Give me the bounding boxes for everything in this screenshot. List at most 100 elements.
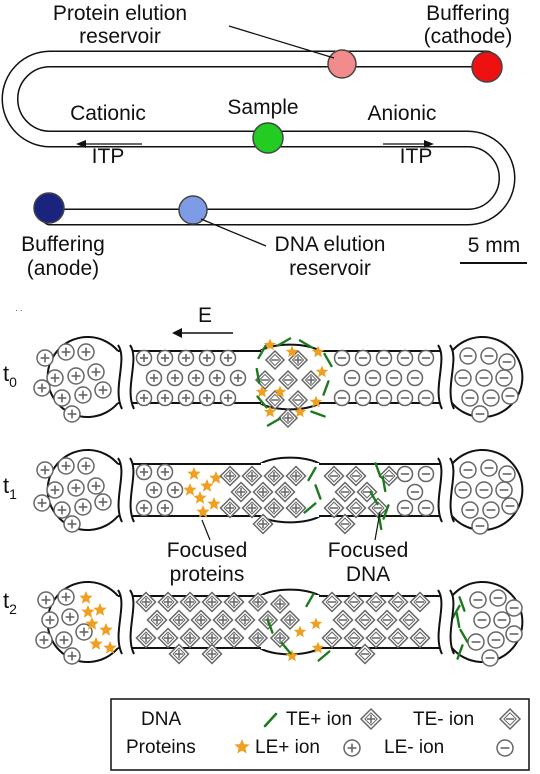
right-break-mark [437, 457, 443, 523]
le-minus-ion [482, 389, 500, 407]
field-label: E [198, 304, 212, 327]
protein-star [311, 345, 325, 358]
te-plus-ion [223, 591, 245, 613]
te-minus-ion [387, 627, 409, 649]
le-minus-ion [467, 633, 485, 651]
focused-proteins-label-1: Focused [167, 539, 248, 562]
dna-fragment [298, 339, 314, 349]
focused-dna-label-1: Focused [328, 539, 409, 562]
dna-fragment [458, 596, 466, 612]
te-minus-ion [323, 497, 345, 519]
te-minus-ion [254, 369, 276, 391]
central-bulb-top [259, 456, 321, 465]
te-minus-ion [264, 389, 286, 411]
protein-star [79, 591, 93, 604]
dna-fragment [257, 344, 267, 360]
te-minus-ion [321, 627, 343, 649]
te-minus-ion [409, 627, 431, 649]
anionic-itp-label: ITP [400, 145, 433, 168]
protein-star [193, 491, 207, 504]
dna-fragment [256, 395, 268, 409]
le-plus-ion [87, 477, 105, 495]
legend-le-minus-label: LE- ion [384, 737, 444, 758]
te-minus-ion [376, 609, 398, 631]
protein-elution-reservoir [327, 49, 357, 79]
le-plus-ion [219, 389, 237, 407]
le-minus-ion [396, 499, 414, 517]
dna-fragment [266, 417, 282, 427]
le-plus-ion [177, 389, 195, 407]
protein-star [85, 617, 99, 630]
te-minus-ion [354, 609, 376, 631]
le-minus-ion [501, 387, 519, 405]
le-minus-ion [396, 389, 414, 407]
te-plus-ion [135, 627, 157, 649]
le-plus-ion [177, 349, 195, 367]
protein-star [255, 385, 269, 398]
protein-star [187, 467, 201, 480]
le-plus-ion [53, 389, 71, 407]
dna-fragment [451, 604, 461, 620]
channel-strip-t1 [33, 449, 524, 535]
le-plus-ion [166, 369, 184, 387]
le-minus-ion [493, 611, 511, 629]
te-plus-ion [241, 465, 263, 487]
dna-fragment [369, 490, 379, 506]
le-minus-ion [469, 591, 487, 609]
protein-star [183, 483, 197, 496]
le-plus-ion [35, 631, 53, 649]
le-plus-ion [156, 389, 174, 407]
dna-elution-reservoir [178, 195, 208, 225]
protein-star [81, 605, 95, 618]
buffering-cathode-reservoir [471, 51, 503, 83]
le-minus-ion [333, 349, 351, 367]
le-plus-ion [145, 369, 163, 387]
te-minus-ion [498, 707, 522, 731]
field-arrow [172, 328, 233, 338]
protein-star [200, 479, 214, 492]
le-plus-ion [94, 381, 112, 399]
te-plus-ion [285, 465, 307, 487]
le-plus-ion [67, 367, 85, 385]
le-minus-ion [354, 389, 372, 407]
te-minus-ion [323, 465, 345, 487]
focused-dna-label-2: DNA [346, 563, 390, 586]
le-minus-ion [354, 349, 372, 367]
dna-fragment [276, 337, 292, 347]
protein-star [89, 637, 103, 650]
te-plus-ion [201, 643, 223, 665]
te-minus-ion [345, 465, 367, 487]
left-break-mark [117, 589, 123, 655]
dna-fragment [266, 618, 274, 634]
dna-fragment [323, 352, 333, 368]
dna-fragment [310, 410, 326, 418]
le-plus-ion [229, 369, 247, 387]
time-label-t1: t1 [3, 473, 17, 502]
le-plus-ion [156, 349, 174, 367]
small-mark: · · [15, 306, 23, 315]
legend-proteins-label: Proteins [126, 737, 196, 758]
le-plus-ion [94, 493, 112, 511]
te-minus-ion [287, 389, 309, 411]
legend-te-minus-label: TE- ion [413, 709, 474, 730]
dna-fragment [459, 628, 469, 644]
dna-fragment [374, 462, 382, 478]
te-plus-ion [190, 609, 212, 631]
dna-fragment [305, 592, 315, 608]
channel-strip-t0 [33, 336, 524, 429]
le-minus-ion [489, 589, 507, 607]
te-minus-ion [345, 497, 367, 519]
le-minus-ion [454, 369, 472, 387]
le-plus-ion [41, 611, 59, 629]
te-plus-ion [234, 609, 256, 631]
le-plus-ion [135, 389, 153, 407]
le-minus-ion [333, 389, 351, 407]
te-plus-ion-icon [359, 707, 383, 731]
le-minus-ion [417, 465, 435, 483]
protein-elution-label-2: reservoir [79, 25, 161, 48]
te-minus-ion [365, 627, 387, 649]
te-plus-ion [269, 593, 291, 615]
le-plus-ion [46, 369, 64, 387]
le-plus-ion [75, 623, 93, 641]
